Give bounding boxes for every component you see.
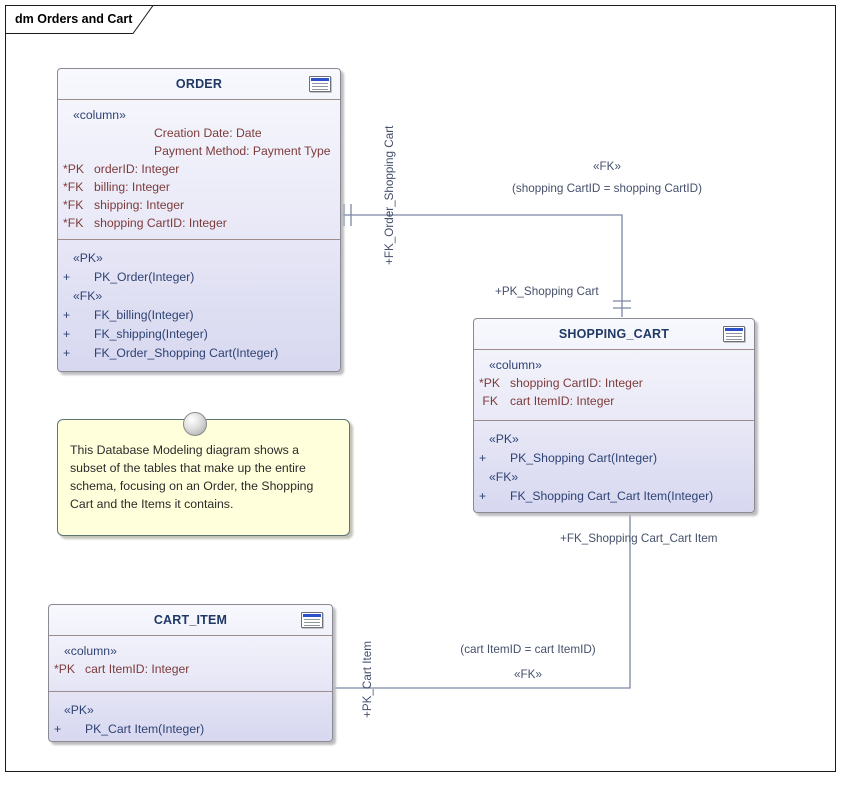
- connector-label-target-role-bottom[interactable]: +FK_Shopping Cart_Cart Item: [560, 532, 718, 545]
- table-row: Creation Date: Date: [154, 126, 262, 140]
- connector-label-stereotype-top[interactable]: «FK»: [593, 160, 621, 173]
- table-cart-item-header: CART_ITEM: [49, 605, 332, 635]
- diagram-tab-label: dm Orders and Cart: [15, 12, 133, 26]
- table-icon: [301, 612, 323, 628]
- table-shopping-cart-header: SHOPPING_CART: [474, 319, 754, 349]
- table-icon: [723, 326, 745, 342]
- diagram-tab: [5, 5, 154, 34]
- connector-label-source-role-bottom[interactable]: +PK_Cart Item: [361, 641, 374, 718]
- table-cart-item-keys: «PK» +PK_Cart Item(Integer): [49, 691, 332, 741]
- table-title: ORDER: [175, 77, 223, 91]
- table-row: +PK_Cart Item(Integer): [54, 722, 205, 736]
- table-order-header: ORDER: [58, 69, 340, 99]
- table-row: +PK_Shopping Cart(Integer): [479, 451, 658, 465]
- note[interactable]: This Database Modeling diagram shows a s…: [57, 419, 350, 536]
- table-title: CART_ITEM: [153, 613, 228, 627]
- table-row: +FK_shipping(Integer): [63, 327, 208, 341]
- table-row: «FK»: [73, 289, 103, 303]
- connector-label-constraint-bottom[interactable]: (cart ItemID = cart ItemID): [460, 643, 596, 656]
- table-row: «FK»: [489, 470, 519, 484]
- table-row: «column»: [64, 644, 117, 658]
- table-order-keys: «PK» +PK_Order(Integer) «FK» +FK_billing(In…: [58, 239, 340, 372]
- table-row: +PK_Order(Integer): [63, 270, 195, 284]
- table-row: «PK»: [73, 251, 103, 265]
- table-row: «column»: [489, 358, 542, 372]
- table-row: +FK_Shopping Cart_Cart Item(Integer): [479, 489, 714, 503]
- note-text: This Database Modeling diagram shows a s…: [70, 443, 314, 511]
- table-row: «PK»: [64, 703, 94, 717]
- table-row: «column»: [73, 108, 126, 122]
- connector-label-target-role-top[interactable]: +PK_Shopping Cart: [495, 285, 599, 298]
- table-shopping-cart-keys: «PK» +PK_Shopping Cart(Integer) «FK» +FK_Sh…: [474, 420, 754, 512]
- connector-label-constraint-top[interactable]: (shopping CartID = shopping CartID): [511, 182, 702, 195]
- connector-label-stereotype-bottom[interactable]: «FK»: [514, 668, 542, 681]
- table-title: SHOPPING_CART: [558, 327, 670, 341]
- table-row: +FK_Order_Shopping Cart(Integer): [63, 346, 279, 360]
- table-row: +FK_billing(Integer): [63, 308, 194, 322]
- note-pin-icon: [183, 412, 207, 436]
- table-row: Payment Method: Payment Type: [154, 144, 331, 158]
- table-icon: [309, 76, 331, 92]
- table-row: «PK»: [489, 432, 519, 446]
- connector-label-source-role-top[interactable]: +FK_Order_Shopping Cart: [383, 125, 396, 265]
